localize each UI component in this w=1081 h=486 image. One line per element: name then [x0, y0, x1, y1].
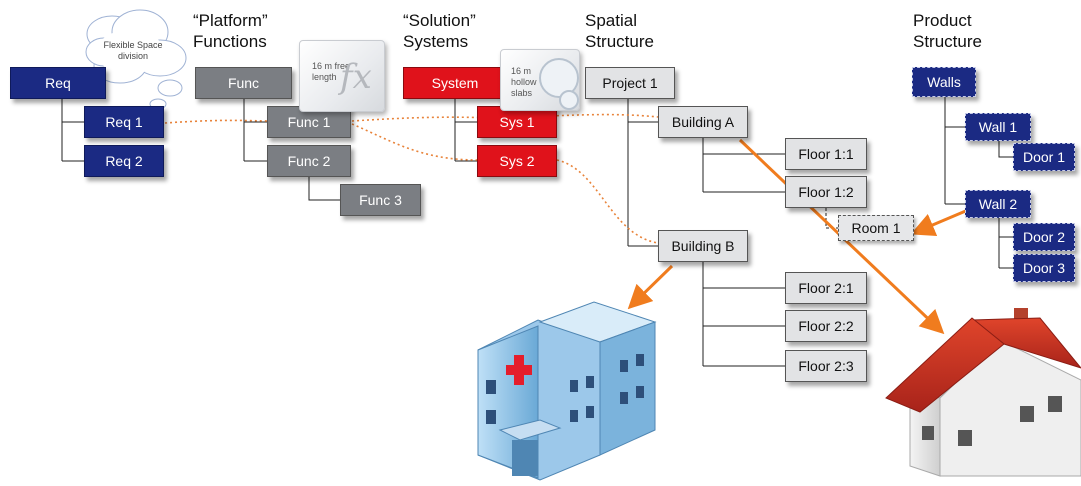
sys-2-box[interactable]: Sys 2	[477, 145, 557, 177]
floor-2-2-box[interactable]: Floor 2:2	[785, 310, 867, 342]
function-formula-note: 16 m free length fx	[299, 40, 385, 112]
project-box[interactable]: Project 1	[585, 67, 675, 99]
sys-tree-lines	[454, 97, 477, 162]
gauge-icon-small	[559, 90, 579, 110]
wall-2-box[interactable]: Wall 2	[965, 190, 1031, 218]
building-a-box[interactable]: Building A	[658, 106, 748, 138]
req-tree-lines	[61, 98, 84, 162]
door-3-box[interactable]: Door 3	[1013, 254, 1075, 282]
heading-product-structure: Product Structure	[913, 11, 982, 51]
system-note-text: 16 m hollow slabs	[511, 66, 537, 98]
hospital-building-icon	[477, 301, 657, 481]
floor-2-1-box[interactable]: Floor 2:1	[785, 272, 867, 304]
fx-icon: fx	[340, 57, 372, 97]
wall-1-box[interactable]: Wall 1	[965, 113, 1031, 141]
req-2-box[interactable]: Req 2	[84, 145, 164, 177]
heading-solution-systems: “Solution” Systems	[403, 11, 476, 51]
floor-2-3-box[interactable]: Floor 2:3	[785, 350, 867, 382]
cloud-note-text: Flexible Space division	[103, 40, 163, 61]
building-b-box[interactable]: Building B	[658, 230, 748, 262]
walls-box[interactable]: Walls	[912, 67, 976, 97]
dotted-links	[164, 113, 659, 244]
room-1-box[interactable]: Room 1	[838, 215, 914, 241]
system-root-box[interactable]: System	[403, 67, 507, 99]
function-note-text: 16 m free length	[312, 61, 351, 82]
door-2-box[interactable]: Door 2	[1013, 223, 1075, 251]
floor-1-1-box[interactable]: Floor 1:1	[785, 138, 867, 170]
func-3-box[interactable]: Func 3	[340, 184, 421, 216]
door-1-box[interactable]: Door 1	[1013, 143, 1075, 171]
system-slab-note: 16 m hollow slabs	[500, 49, 580, 111]
house-icon	[885, 308, 1081, 477]
req-root-box[interactable]: Req	[10, 67, 106, 99]
func-2-box[interactable]: Func 2	[267, 145, 351, 177]
floor-1-2-box[interactable]: Floor 1:2	[785, 176, 867, 208]
heading-spatial-structure: Spatial Structure	[585, 11, 654, 51]
req-1-box[interactable]: Req 1	[84, 106, 164, 138]
sys-1-box[interactable]: Sys 1	[477, 106, 557, 138]
heading-platform-functions: “Platform” Functions	[193, 11, 268, 51]
func-root-box[interactable]: Func	[195, 67, 292, 99]
